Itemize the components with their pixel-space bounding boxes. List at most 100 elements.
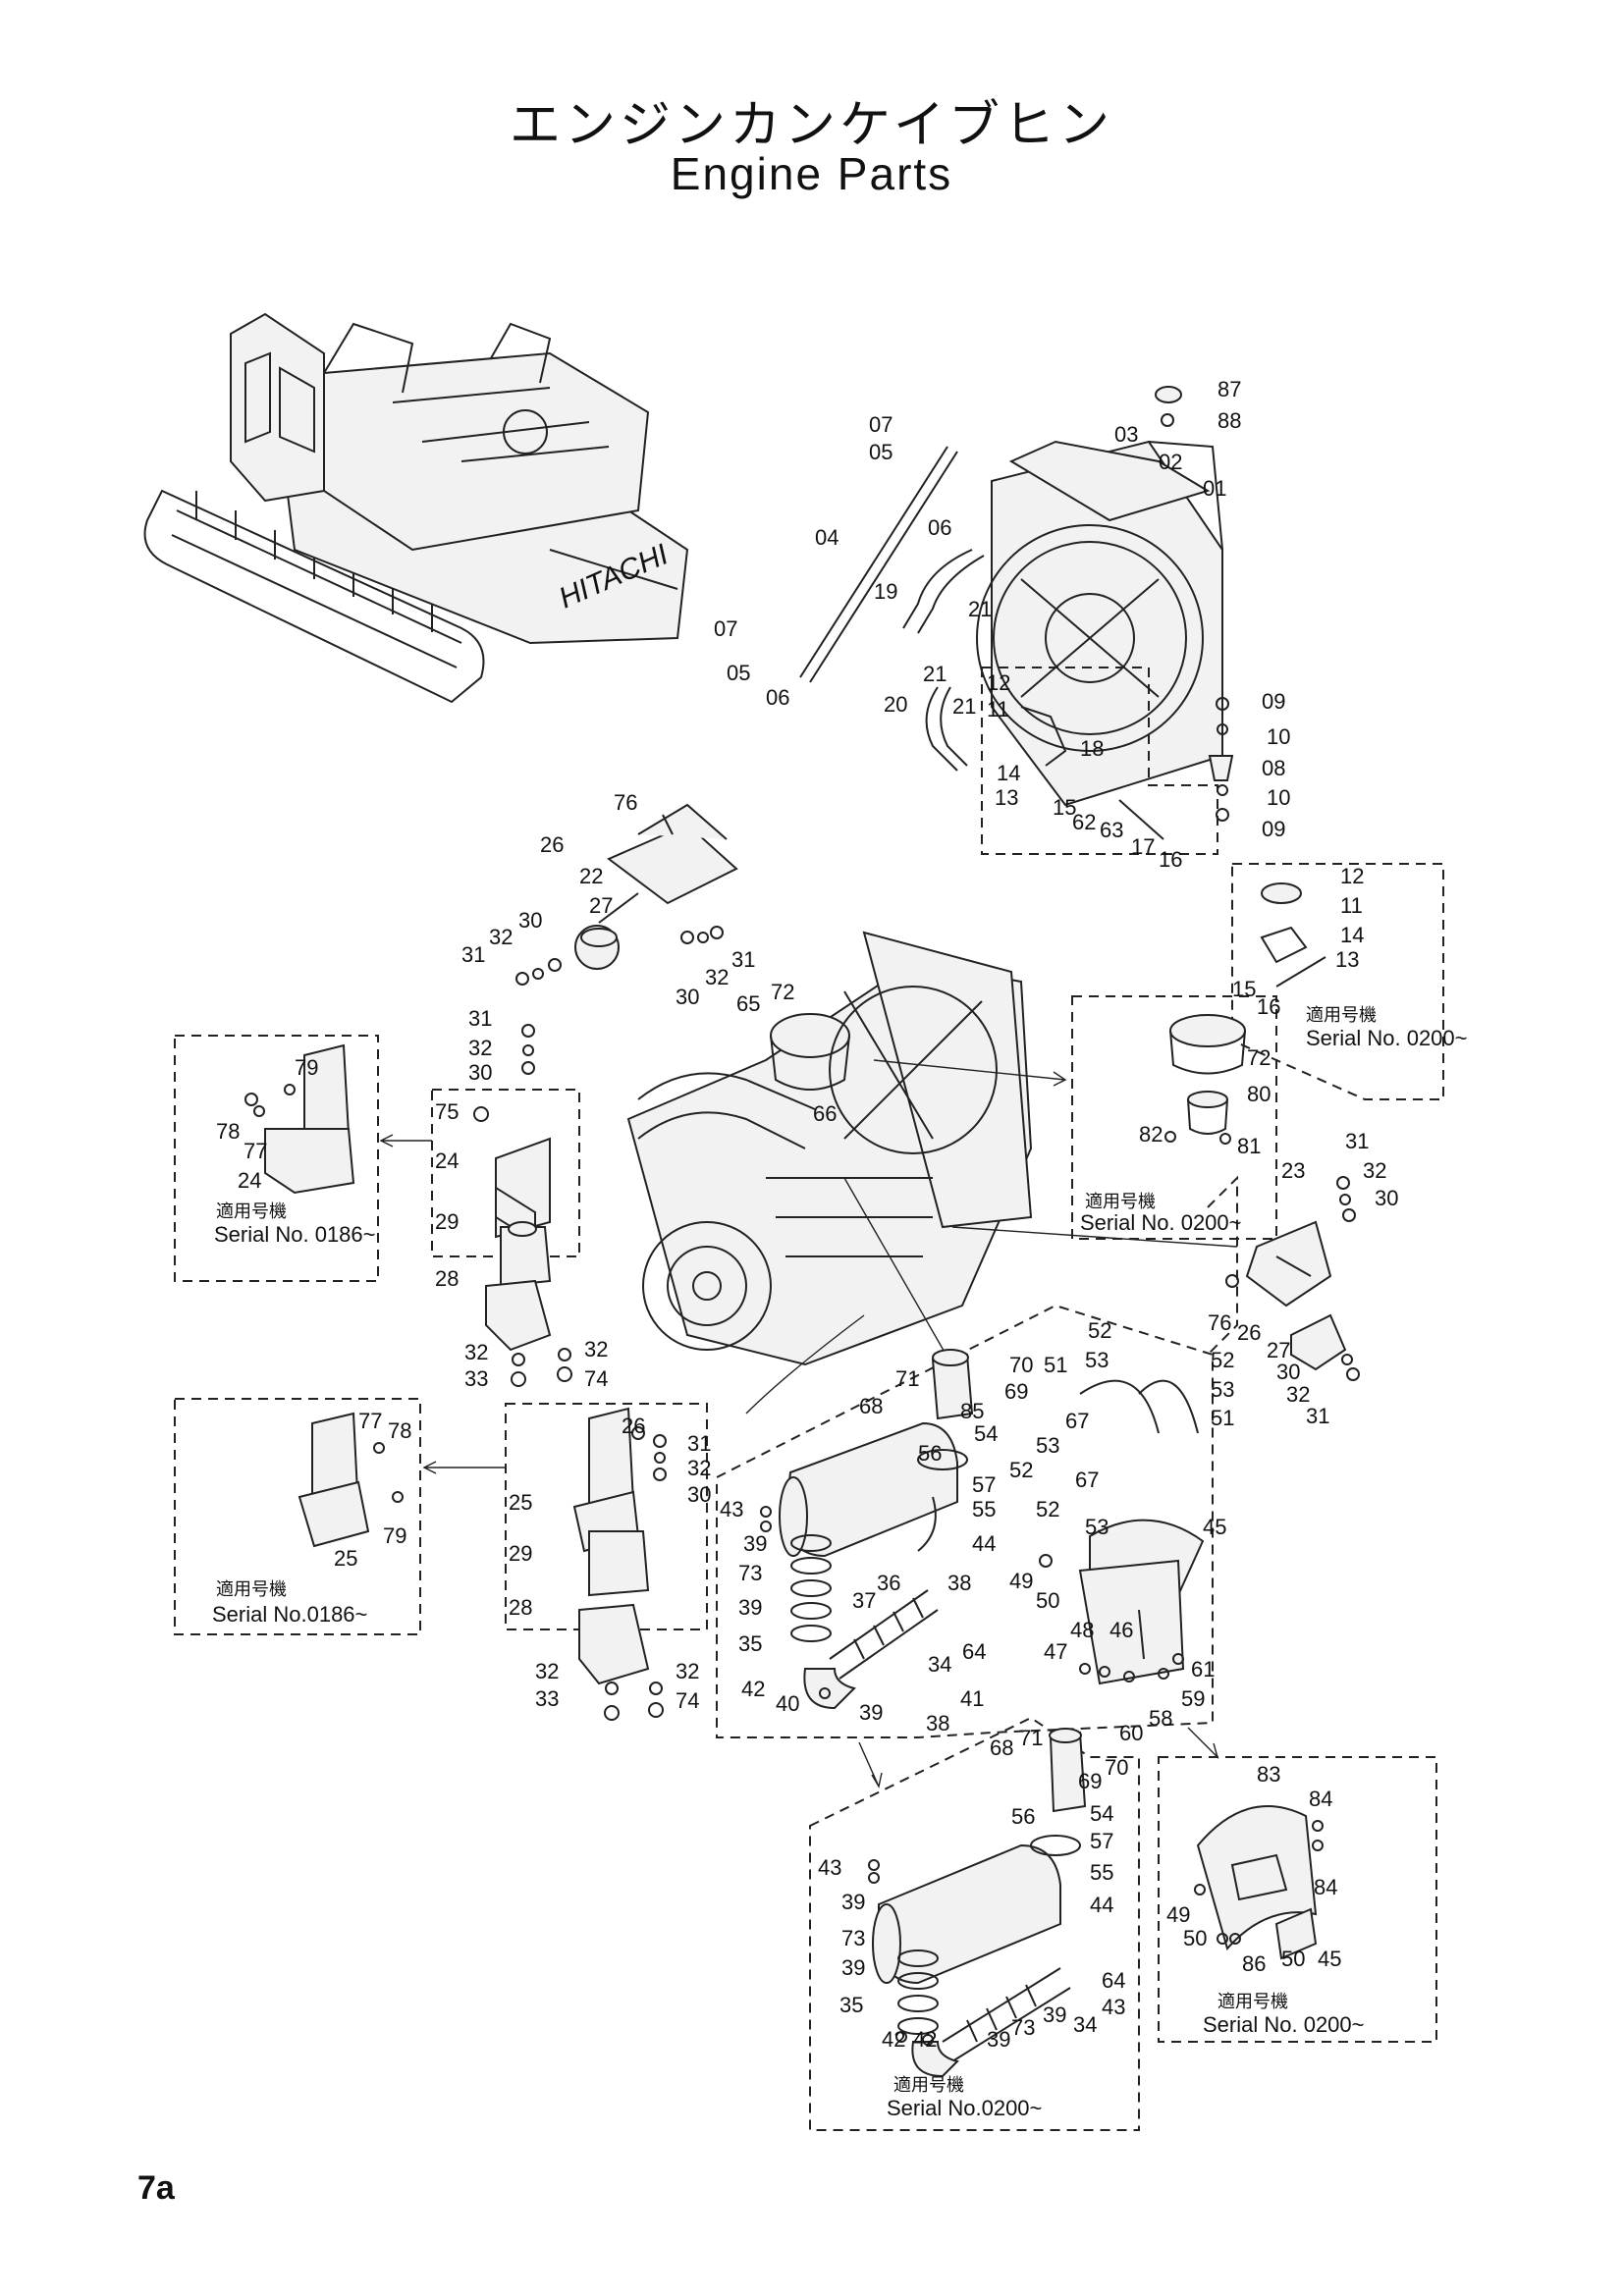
- callout-number: 44: [972, 1531, 996, 1556]
- serial-note-air-cleaner: 適用号機 Serial No. 0200~: [1080, 1192, 1242, 1235]
- callout-number: 65: [736, 991, 760, 1016]
- callout-number: 73: [841, 1926, 865, 1950]
- callout-number: 70: [1009, 1353, 1033, 1377]
- callout-number: 27: [589, 893, 613, 918]
- callout-number: 32: [687, 1456, 711, 1480]
- callout-number: 34: [928, 1652, 951, 1677]
- callouts-air-cleaner: 65 72 66: [736, 980, 837, 1126]
- serial-note-radiator: 適用号機 Serial No. 0200~: [1306, 1005, 1468, 1050]
- callout-number: 55: [972, 1497, 996, 1522]
- callout-number: 86: [1242, 1951, 1266, 1976]
- callout-number: 41: [960, 1686, 984, 1711]
- callout-number: 15: [1232, 977, 1256, 1001]
- muffler-alt-assembly: [868, 1728, 1087, 2078]
- mount-front-alt: [244, 1043, 355, 1195]
- callout-number: 31: [731, 947, 755, 972]
- callout-number: 54: [974, 1421, 998, 1446]
- callouts-radiator: 87 88 07 05 03 02 01 04 06 19 21 07 05 0…: [714, 377, 1290, 872]
- note-serial: Serial No. 0200~: [1080, 1210, 1242, 1235]
- note-serial: Serial No. 0200~: [1203, 2012, 1365, 2037]
- muffler-bracket: [1039, 1379, 1205, 1685]
- callout-number: 32: [489, 925, 513, 949]
- callout-number: 32: [464, 1340, 488, 1364]
- engine-mount-top: [515, 803, 738, 986]
- note-serial: Serial No.0200~: [887, 2096, 1042, 2120]
- callout-number: 19: [874, 579, 897, 604]
- bracket-alt-box: [1158, 1756, 1437, 2043]
- callout-number: 18: [1080, 736, 1104, 761]
- callout-number: 39: [743, 1531, 767, 1556]
- callout-number: 24: [435, 1148, 459, 1173]
- note-label: 適用号機: [1306, 1005, 1377, 1025]
- callout-number: 78: [216, 1119, 240, 1144]
- callout-number: 30: [1276, 1360, 1300, 1384]
- callout-number: 11: [1340, 893, 1363, 918]
- callout-number: 32: [535, 1659, 559, 1683]
- callout-number: 13: [995, 785, 1018, 810]
- air-cleaner-alt-box: [1071, 995, 1277, 1240]
- callout-number: 39: [987, 2027, 1010, 2052]
- callout-number: 14: [997, 761, 1020, 785]
- callout-number: 40: [776, 1691, 799, 1716]
- callouts-mount-front: 31 32 30 75 24 29 28 32 33 32 74: [435, 1006, 608, 1391]
- callout-number: 26: [622, 1414, 645, 1438]
- callout-number: 79: [295, 1055, 318, 1080]
- note-label: 適用号機: [216, 1579, 287, 1599]
- callout-number: 31: [468, 1006, 492, 1031]
- muffler-assembly: [760, 1349, 974, 1710]
- callout-number: 84: [1314, 1875, 1337, 1899]
- callout-number: 61: [1191, 1657, 1215, 1682]
- callout-number: 31: [461, 942, 485, 967]
- callout-number: 88: [1217, 408, 1241, 433]
- callout-number: 34: [1073, 2012, 1097, 2037]
- callout-number: 30: [518, 908, 542, 933]
- callout-number: 60: [1119, 1721, 1143, 1745]
- callout-number: 50: [1183, 1926, 1207, 1950]
- callouts-mount-rear: 26 31 32 30 25 29 28 32 33 32 74: [509, 1414, 711, 1713]
- callout-number: 21: [923, 662, 947, 686]
- callout-number: 21: [968, 597, 992, 621]
- callouts-muffler: 71 70 68 69 85 54 56 57 55 43 44 39 73 3…: [720, 1353, 1033, 1735]
- callout-number: 70: [1105, 1755, 1128, 1780]
- callout-number: 21: [952, 694, 976, 719]
- callout-number: 83: [1257, 1762, 1280, 1787]
- callout-number: 45: [1318, 1947, 1341, 1971]
- callout-number: 75: [435, 1099, 459, 1124]
- callout-number: 66: [813, 1101, 837, 1126]
- callout-number: 35: [839, 1993, 863, 2017]
- callout-number: 31: [1345, 1129, 1369, 1153]
- callout-number: 84: [1309, 1787, 1332, 1811]
- callouts-muffler-alt: 68 71 69 70 56 54 57 55 43 44 39 73 39 3…: [818, 1726, 1128, 2052]
- leader-bracket-alt: [1187, 1727, 1219, 1760]
- note-label: 適用号機: [216, 1201, 287, 1221]
- callout-number: 31: [687, 1431, 711, 1456]
- callout-number: 30: [468, 1060, 492, 1085]
- callout-number: 07: [869, 412, 893, 437]
- callout-number: 63: [1100, 818, 1123, 842]
- callout-number: 08: [1262, 756, 1285, 780]
- callout-number: 53: [1211, 1377, 1234, 1402]
- callout-number: 32: [1363, 1158, 1386, 1183]
- serial-note-mount-rear: 適用号機 Serial No.0186~: [212, 1579, 367, 1627]
- callout-number: 32: [705, 965, 729, 989]
- callout-number: 42: [882, 2027, 905, 2052]
- callout-number: 53: [1085, 1348, 1109, 1372]
- page-title-english: Engine Parts: [670, 148, 953, 199]
- callout-number: 49: [1166, 1902, 1190, 1927]
- callout-number: 50: [1036, 1588, 1059, 1613]
- callout-number: 03: [1114, 422, 1138, 447]
- callout-number: 04: [815, 525, 839, 550]
- callout-number: 58: [1149, 1706, 1172, 1731]
- callouts-muffler-bracket: 52 53 52 51 53 51 67 53 52 67 52 53 45 4…: [1009, 1318, 1234, 1745]
- page-number: 7a: [137, 2169, 175, 2207]
- callout-number: 67: [1075, 1468, 1099, 1492]
- callout-number: 71: [895, 1366, 919, 1391]
- callout-number: 32: [468, 1036, 492, 1060]
- callout-number: 09: [1262, 817, 1285, 841]
- callouts-radiator-alt: 12 11 14 13 15 16: [1232, 864, 1364, 1019]
- callout-number: 20: [884, 692, 907, 717]
- callout-number: 39: [841, 1890, 865, 1914]
- callout-number: 05: [727, 661, 750, 685]
- callout-number: 47: [1044, 1639, 1067, 1664]
- radiator-drain-alt-box: [1231, 863, 1444, 1100]
